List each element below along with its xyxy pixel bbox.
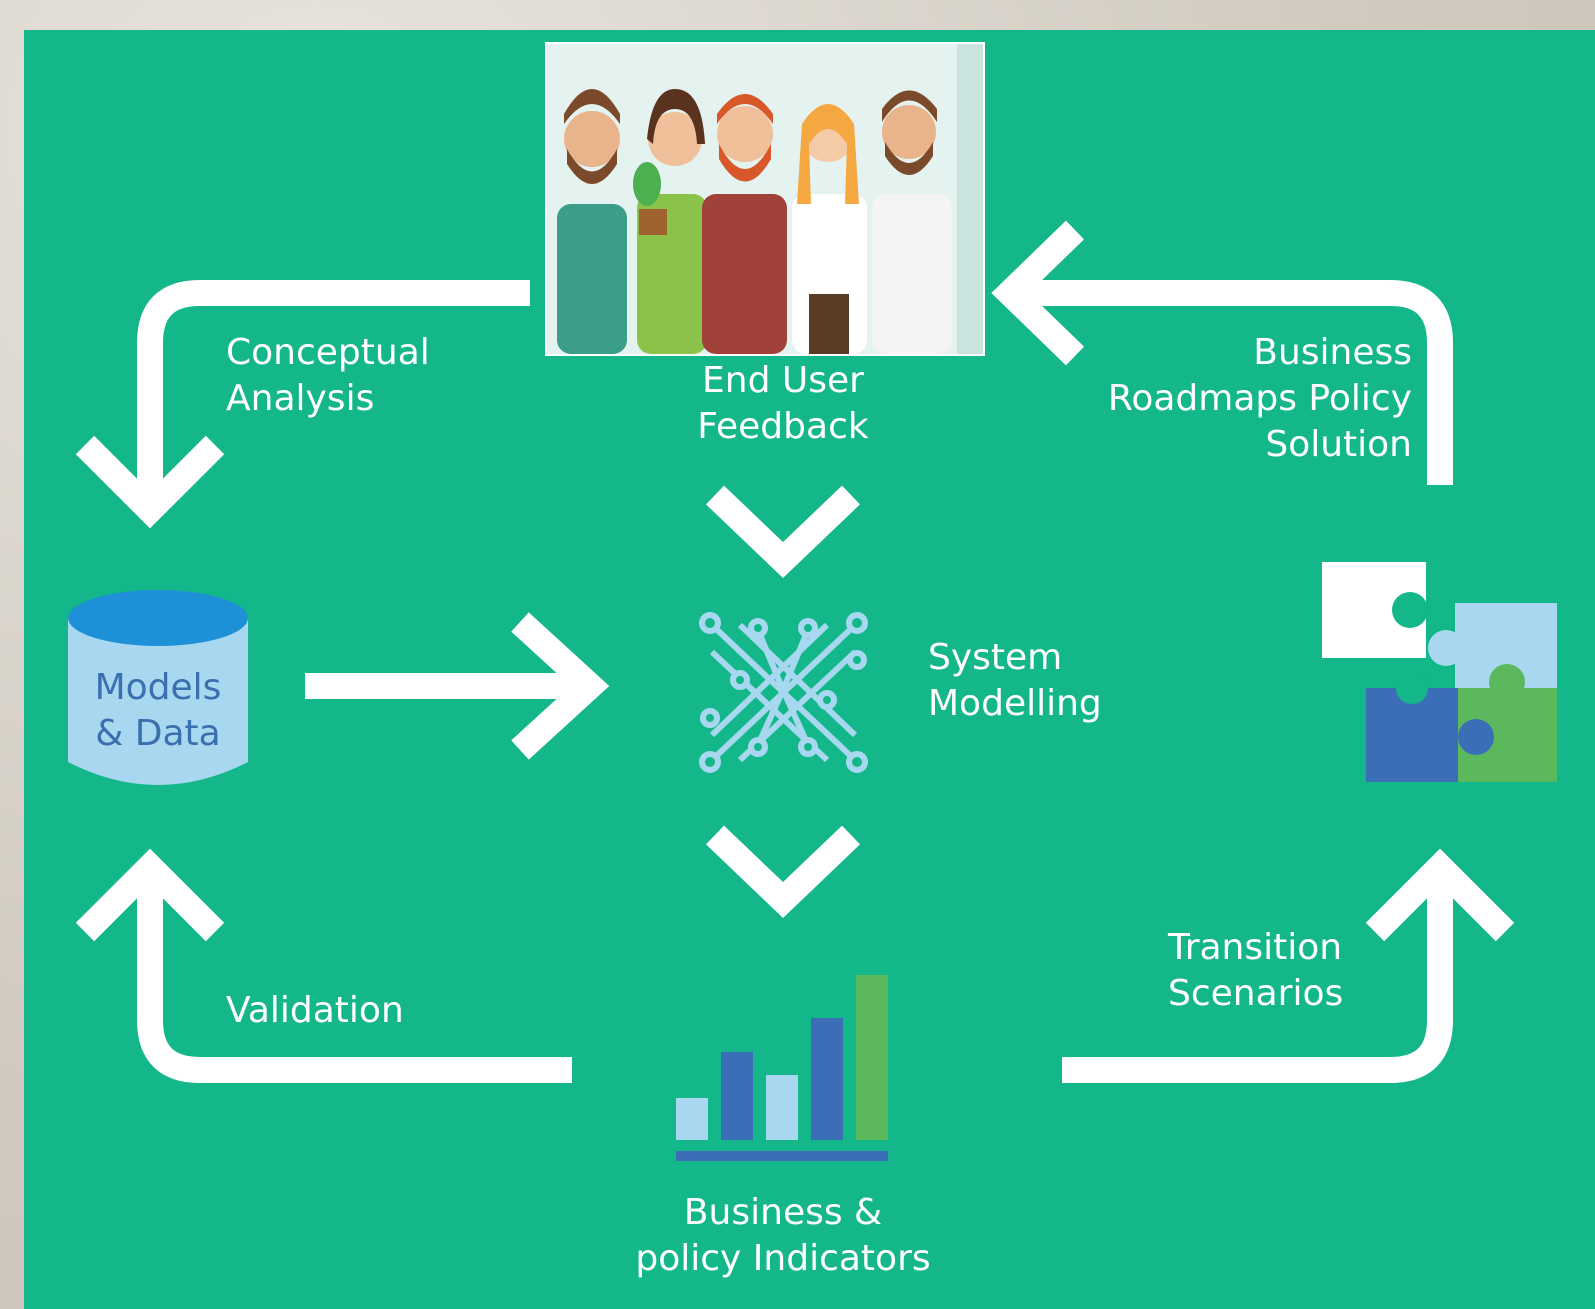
bar-chart-icon	[676, 975, 888, 1161]
arrowhead-models-to-system	[511, 612, 610, 760]
chevron-down-icon	[706, 825, 860, 918]
arrowhead-conceptual-analysis	[75, 435, 225, 529]
arrowhead-business-roadmaps	[991, 220, 1085, 366]
label-business-indicators: Business & policy Indicators	[635, 1192, 931, 1279]
network-node-icon	[699, 612, 868, 773]
arrow-validation	[137, 865, 572, 1083]
people-group-illustration	[545, 42, 985, 356]
puzzle-pieces-icon	[1322, 562, 1557, 782]
arrow-business-roadmaps	[1010, 280, 1453, 485]
arrow-conceptual-analysis	[137, 280, 530, 505]
arrowhead-validation	[75, 848, 225, 942]
chevron-down-icon	[706, 485, 860, 578]
label-end-user-feedback: End User Feedback	[697, 360, 869, 447]
database-cylinder-icon	[68, 590, 248, 785]
arrowhead-transition-scenarios	[1365, 848, 1515, 942]
arrow-transition-scenarios	[1062, 865, 1453, 1083]
label-system-modelling: System Modelling	[928, 637, 1102, 724]
people-icon	[547, 44, 983, 354]
label-transition-scenarios: Transition Scenarios	[1168, 927, 1344, 1014]
label-conceptual-analysis: Conceptual Analysis	[226, 332, 430, 419]
label-validation: Validation	[226, 990, 404, 1031]
label-business-roadmaps: Business Roadmaps Policy Solution	[1107, 332, 1412, 465]
label-models-data: Models & Data	[94, 667, 222, 754]
